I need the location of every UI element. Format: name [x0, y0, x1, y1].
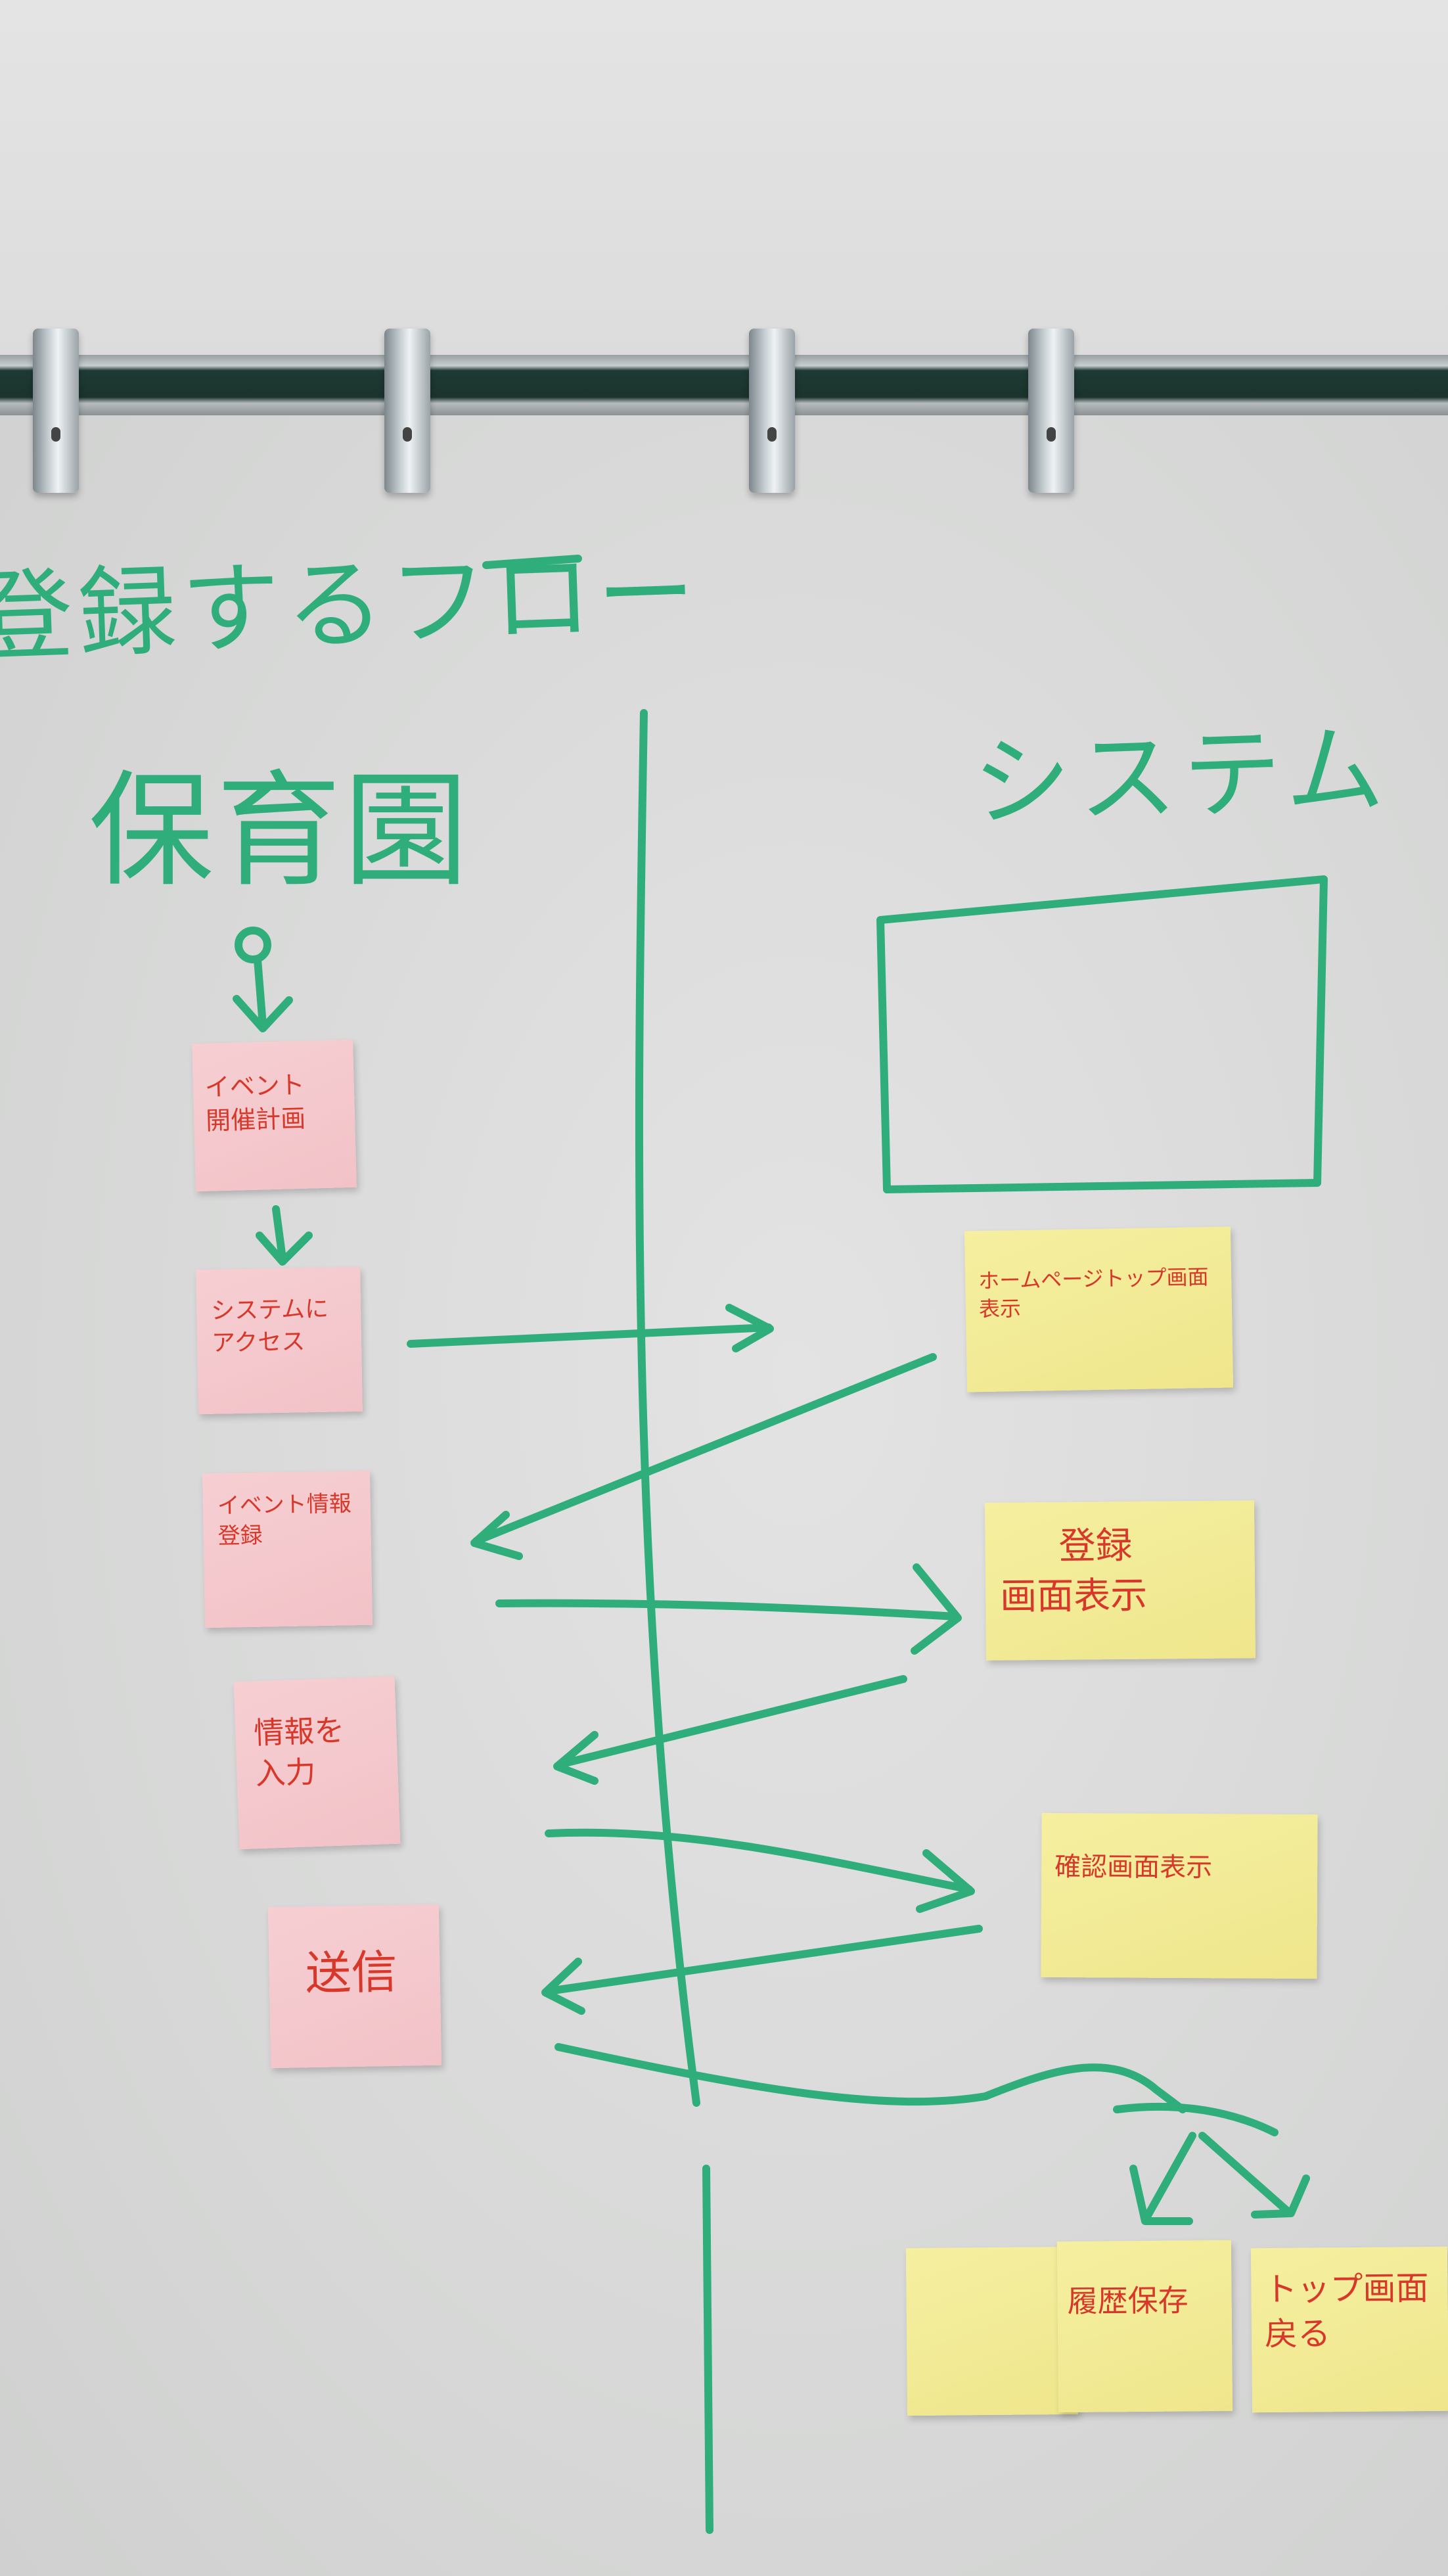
swimlane-divider [635, 709, 700, 2107]
flow-arrow-confirm-return [541, 1925, 983, 2015]
note-line: イベント情報 [217, 1490, 352, 1519]
note-line: 履歴保存 [1067, 2282, 1188, 2320]
note-line: 確認画面表示 [1054, 1852, 1213, 1883]
swimlane-divider-lower [702, 2165, 713, 2534]
sticky-note-show-confirm-screen: 確認画面表示 [1041, 1812, 1318, 1979]
start-node [235, 927, 271, 963]
sticky-note-return-top: トップ画面 戻る [1250, 2246, 1448, 2413]
sticky-note-register-event-info: イベント情報 登録 [202, 1470, 373, 1628]
note-line: 開催計画 [205, 1104, 306, 1136]
flow-arrow-register-return [553, 1675, 907, 1785]
rail-clip [384, 329, 430, 493]
note-line: 入力 [254, 1754, 317, 1792]
lane-title-left: 保育園 [89, 758, 472, 904]
note-line: 戻る [1264, 2314, 1331, 2353]
lane-title-right: システム [970, 712, 1392, 842]
flow-arrow-top [1198, 2132, 1310, 2219]
note-line: 画面表示 [999, 1574, 1148, 1619]
flow-arrow-homepage-return [470, 1353, 937, 1560]
sticky-note-show-register-screen: 登録 画面表示 [984, 1500, 1256, 1661]
flow-line-send [554, 2043, 1187, 2113]
note-line: アクセス [211, 1327, 305, 1357]
note-line: システムに [210, 1295, 329, 1325]
flow-arrow-access [407, 1304, 774, 1352]
flow-arrow-history [1129, 2132, 1196, 2225]
note-line: 表示 [978, 1296, 1022, 1322]
sticky-note-save-history: 履歴保存 [1056, 2240, 1233, 2413]
note-line: トップ画面 [1264, 2268, 1429, 2309]
system-screen-box [876, 875, 1328, 1193]
rail-clip [1028, 329, 1074, 493]
flow-split-bar [1113, 2102, 1278, 2136]
note-line: 情報を [253, 1712, 346, 1751]
flow-arrow-register [495, 1563, 962, 1655]
heading-dash [482, 555, 582, 569]
sticky-note-plan-event: イベント 開催計画 [192, 1039, 357, 1192]
note-line: ホームページトップ画面 [978, 1264, 1209, 1294]
sticky-note-input-info: 情報を 入力 [233, 1676, 401, 1850]
wall [0, 0, 1448, 368]
rail-clip [749, 329, 795, 493]
diagram-title: 登録するフロー [0, 536, 703, 676]
sticky-note-show-homepage: ホームページトップ画面 表示 [964, 1226, 1234, 1392]
start-arrow [233, 955, 293, 1032]
flow-arrow-confirm [545, 1828, 975, 1913]
flow-arrow-down [256, 1205, 313, 1266]
note-line: 登録 [1058, 1524, 1133, 1568]
whiteboard-rail [0, 355, 1448, 415]
sticky-note-send: 送信 [267, 1904, 442, 2069]
note-line: 送信 [304, 1944, 398, 2001]
note-line: イベント [204, 1070, 305, 1102]
rail-clip [33, 329, 79, 493]
note-line: 登録 [217, 1522, 263, 1550]
sticky-note-access-system: システムに アクセス [196, 1266, 363, 1415]
sticky-note-blank [905, 2246, 1079, 2416]
